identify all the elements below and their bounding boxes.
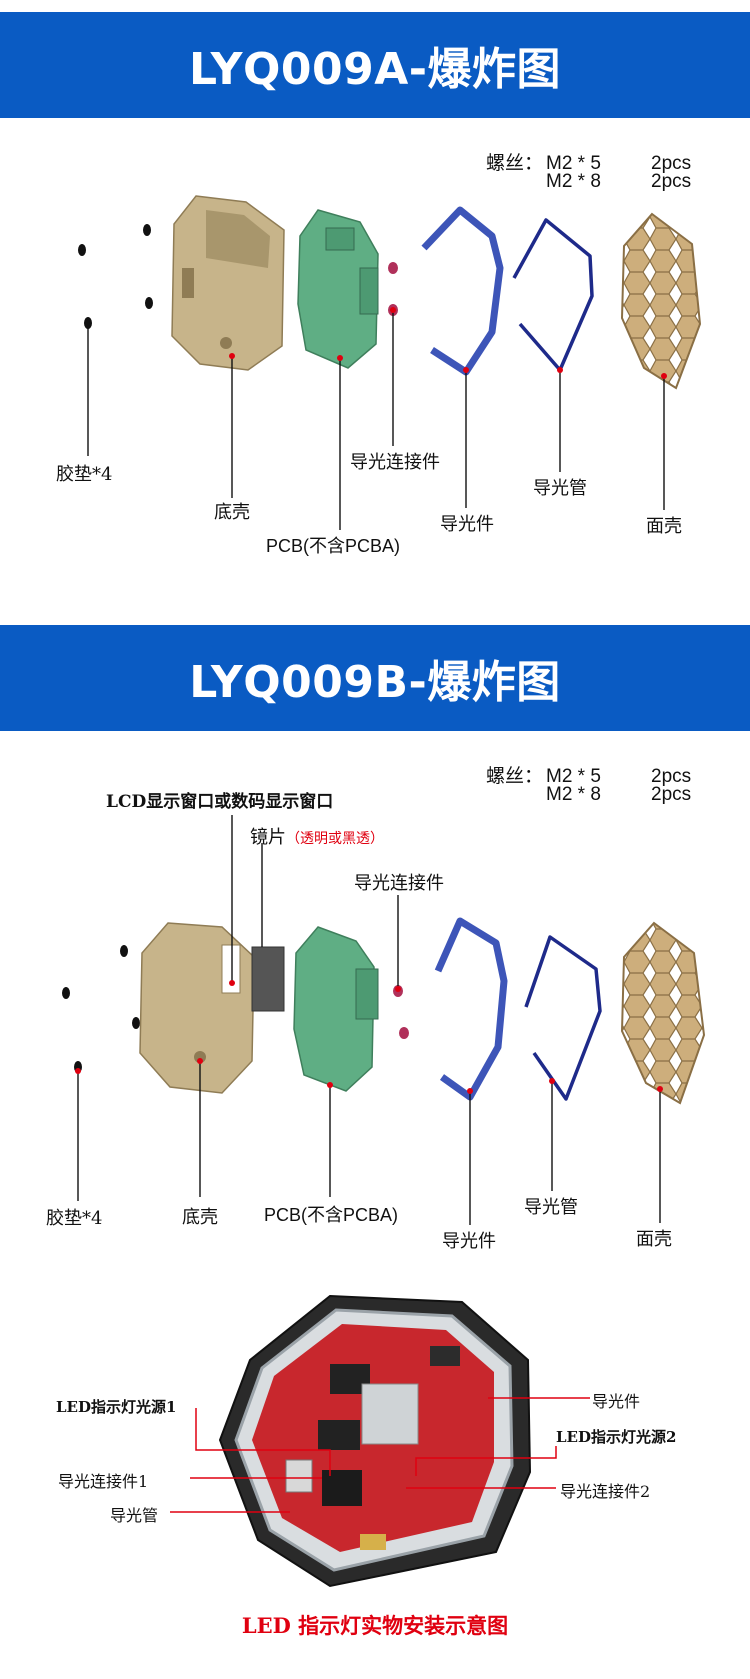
bottom-shell xyxy=(139,922,255,1094)
screw-qty-1: 2pcs xyxy=(651,153,692,174)
label-light-guide: 导光件 xyxy=(440,514,494,535)
label-face-shell: 面壳 xyxy=(636,1229,672,1250)
section-b-exploded-view: 螺丝： M2 * 5 2pcs M2 * 8 2pcs LCD显示窗口或数码显示… xyxy=(0,731,750,1252)
photo-caption: LED 指示灯实物安装示意图 xyxy=(241,1613,509,1638)
hdmi-port xyxy=(360,1534,386,1550)
label-bottom-shell: 底壳 xyxy=(182,1207,218,1228)
usb-port xyxy=(285,1459,313,1493)
label-lcd-window: LCD显示窗口或数码显示窗口 xyxy=(106,792,334,812)
screw-spec-2: M2 * 8 xyxy=(546,171,601,192)
leader-lines xyxy=(87,310,665,530)
connector-block xyxy=(322,1470,362,1506)
rubber-pads xyxy=(62,945,140,1073)
section-a-exploded-view: 螺丝： M2 * 5 2pcs M2 * 8 2pcs xyxy=(0,118,750,588)
screw-spec-2: M2 * 8 xyxy=(546,784,601,805)
screw-qty-2: 2pcs xyxy=(651,171,692,192)
chip xyxy=(318,1420,360,1450)
callout-led-source-2: LED指示灯光源2 xyxy=(556,1428,677,1446)
light-guide-part xyxy=(434,917,508,1101)
device-photo-drawing xyxy=(170,1294,590,1588)
bottom-shell xyxy=(171,195,285,371)
section-b-screw-spec: 螺丝： M2 * 5 2pcs M2 * 8 2pcs xyxy=(486,766,692,805)
section-a-title: LYQ009A-爆炸图 xyxy=(188,44,562,95)
light-pipe-part xyxy=(524,935,602,1101)
label-light-pipe: 导光管 xyxy=(524,1197,578,1218)
section-a-screw-spec: 螺丝： M2 * 5 2pcs M2 * 8 2pcs xyxy=(486,153,692,192)
label-lens: 镜片（透明或黑透） xyxy=(250,823,384,849)
label-lens-note: （透明或黑透） xyxy=(286,831,384,847)
screw-qty-2: 2pcs xyxy=(651,784,692,805)
label-lens-text: 镜片 xyxy=(250,827,286,848)
label-pcb: PCB(不含PCBA) xyxy=(264,1205,399,1225)
module xyxy=(430,1346,460,1366)
label-pcb: PCB(不含PCBA) xyxy=(266,536,401,556)
screw-spec-1: M2 * 5 xyxy=(546,766,601,787)
light-pipe-part xyxy=(512,218,594,372)
callout-led-source-1: LED指示灯光源1 xyxy=(56,1398,177,1416)
label-bottom-shell: 底壳 xyxy=(214,502,250,523)
pcb-board xyxy=(297,209,379,369)
label-pads: 胶垫*4 xyxy=(46,1208,103,1229)
heatsink xyxy=(361,1383,419,1445)
lens-part xyxy=(251,946,285,1012)
label-face-shell: 面壳 xyxy=(646,516,682,537)
label-pads: 胶垫*4 xyxy=(56,464,113,485)
label-light-connector: 导光连接件 xyxy=(354,873,444,894)
label-light-connector: 导光连接件 xyxy=(350,452,440,473)
screw-label: 螺丝： xyxy=(486,766,544,787)
leader-lines xyxy=(77,815,661,1225)
rubber-pads xyxy=(78,224,153,329)
callout-connector-1: 导光连接件1 xyxy=(58,1472,149,1491)
leader-dots xyxy=(229,307,667,379)
callout-light-guide: 导光件 xyxy=(592,1392,641,1411)
section-b-parts-drawing xyxy=(62,815,706,1225)
label-light-pipe: 导光管 xyxy=(533,478,587,499)
section-a-title-banner: LYQ009A-爆炸图 xyxy=(0,12,750,118)
light-connectors xyxy=(393,985,409,1039)
screw-label: 螺丝： xyxy=(486,153,544,174)
led-install-photo: 导光件 LED指示灯光源1 LED指示灯光源2 导光连接件1 导光连接件2 导光… xyxy=(0,1290,750,1590)
face-shell xyxy=(620,212,702,390)
screw-qty-1: 2pcs xyxy=(651,766,692,787)
callout-connector-2: 导光连接件2 xyxy=(560,1482,651,1501)
pcb-board xyxy=(293,926,379,1092)
callout-light-pipe: 导光管 xyxy=(110,1506,159,1525)
light-guide-part xyxy=(421,206,504,376)
face-shell xyxy=(620,921,706,1105)
photo-callout-lines xyxy=(170,1397,590,1513)
section-b-title: LYQ009B-爆炸图 xyxy=(189,657,561,708)
leader-dots xyxy=(75,980,663,1094)
screw-spec-1: M2 * 5 xyxy=(546,153,601,174)
section-a-parts-drawing xyxy=(78,195,702,530)
label-light-guide: 导光件 xyxy=(442,1231,496,1252)
section-b-title-banner: LYQ009B-爆炸图 xyxy=(0,625,750,731)
